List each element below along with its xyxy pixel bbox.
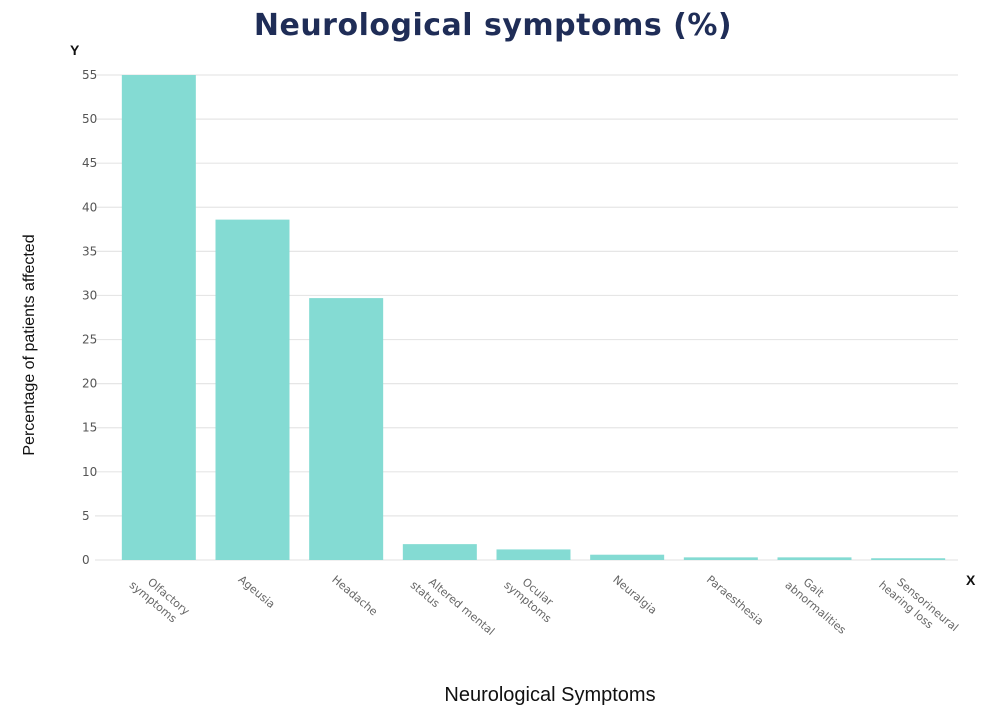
y-tick-label: 15 [82, 421, 97, 435]
x-axis-letter: X [966, 572, 976, 588]
bar [871, 558, 946, 560]
bars [121, 75, 946, 561]
y-tick-label: 45 [82, 156, 97, 170]
svg-text:Headache: Headache [329, 573, 380, 619]
y-tick-label: 10 [82, 465, 97, 479]
y-tick-label: 40 [82, 200, 97, 214]
x-category-label: Neuralgia [610, 573, 659, 617]
y-tick-label: 20 [82, 377, 97, 391]
bar [121, 75, 196, 560]
x-category-label: Paraesthesia [704, 573, 766, 628]
chart-title: Neurological symptoms (%) [253, 8, 733, 43]
bar [496, 549, 571, 560]
y-tick-label: 5 [82, 509, 90, 523]
svg-text:Neuralgia: Neuralgia [610, 573, 659, 617]
x-category-label: Headache [329, 573, 380, 619]
y-tick-label: 55 [82, 68, 97, 82]
y-tick-label: 30 [82, 288, 97, 302]
bar [777, 557, 852, 560]
bar [309, 298, 384, 560]
bar [215, 219, 290, 561]
x-axis-label: Neurological Symptoms [444, 684, 656, 706]
y-axis-ticks: 0 5 10 15 20 25 30 35 40 45 50 55 [82, 68, 97, 567]
y-axis-letter: Y [70, 42, 80, 58]
bar [683, 557, 758, 560]
y-tick-label: 35 [82, 244, 97, 258]
svg-text:Altered mental: Altered mental [426, 575, 497, 638]
bar [590, 554, 665, 560]
y-tick-label: 50 [82, 112, 97, 126]
svg-text:Ageusia: Ageusia [236, 573, 278, 611]
y-tick-label: 0 [82, 553, 90, 567]
x-category-label: Ageusia [236, 573, 278, 611]
bar [402, 544, 477, 560]
svg-text:Paraesthesia: Paraesthesia [704, 573, 766, 628]
y-tick-label: 25 [82, 333, 97, 347]
